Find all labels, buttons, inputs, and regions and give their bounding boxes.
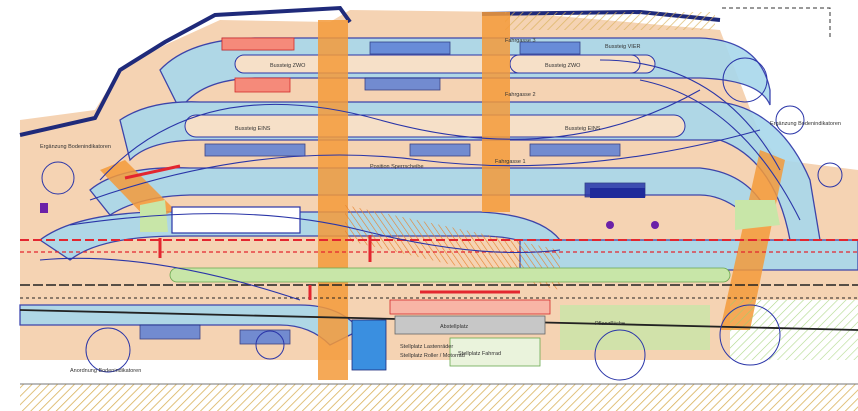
label-pflanzflaeche: Pflanzfläche	[595, 321, 625, 327]
label-bussteig-zwo-upper: Bussteig ZWO	[270, 63, 306, 69]
crossing-middle	[482, 12, 510, 212]
stellplatz-fahrrad-box	[449, 337, 541, 367]
label-anordnung-bodenindikatoren: Anordnung Bodenindikatoren	[70, 368, 141, 374]
green-right	[735, 200, 780, 230]
label-stellplatz-roller: Stellplatz Roller / Motorrad	[400, 353, 465, 359]
red-markers	[124, 164, 520, 300]
stellplatz-blue	[351, 319, 387, 371]
label-position-sperrscheibe: Position Sperrscheibe	[370, 164, 424, 170]
label-bussteig-zwo-right: Bussteig ZWO	[545, 63, 581, 69]
green-areas	[140, 200, 858, 360]
label-bussteig-vier: Bussteig VIER	[605, 44, 640, 50]
hatched-island-top	[505, 12, 715, 30]
right-lane	[519, 239, 858, 271]
bus-trajectories	[39, 59, 801, 301]
label-stellplatz-lastenrad: Stellplatz Lastenräder	[400, 344, 453, 350]
label-abstellplatz: Abstellplatz	[440, 324, 468, 330]
abstellplatz-box	[394, 315, 546, 335]
red-boxes	[221, 37, 551, 315]
label-ergaenzung-left: Ergänzung Bodenindikatoren	[40, 144, 111, 150]
tree-symbols	[41, 57, 843, 381]
label-bussteig-eins-left: Bussteig EINS	[235, 126, 271, 132]
boundary-wall-right	[722, 7, 831, 40]
crossing-left	[318, 20, 348, 380]
label-stellplatz-fahrrad: Stellplatz Fahrrad	[458, 351, 501, 357]
label-fahrgasse-1: Fahrgasse 1	[495, 159, 526, 165]
blue-block-top-right	[590, 188, 645, 198]
label-fahrgasse-3: Fahrgasse 3	[505, 38, 536, 44]
hatched-strip-bottom	[20, 384, 858, 411]
bussteig-eins	[184, 114, 686, 138]
pflanzflaeche-right	[560, 305, 710, 350]
white-block	[171, 206, 301, 234]
green-lower-right	[730, 300, 858, 360]
label-bussteig-eins-right: Bussteig EINS	[565, 126, 601, 132]
bus-platforms	[184, 54, 686, 138]
label-ergaenzung-right: Ergänzung Bodenindikatoren	[770, 121, 841, 127]
label-fahrgasse-2: Fahrgasse 2	[505, 92, 536, 98]
green-strip	[169, 267, 731, 283]
